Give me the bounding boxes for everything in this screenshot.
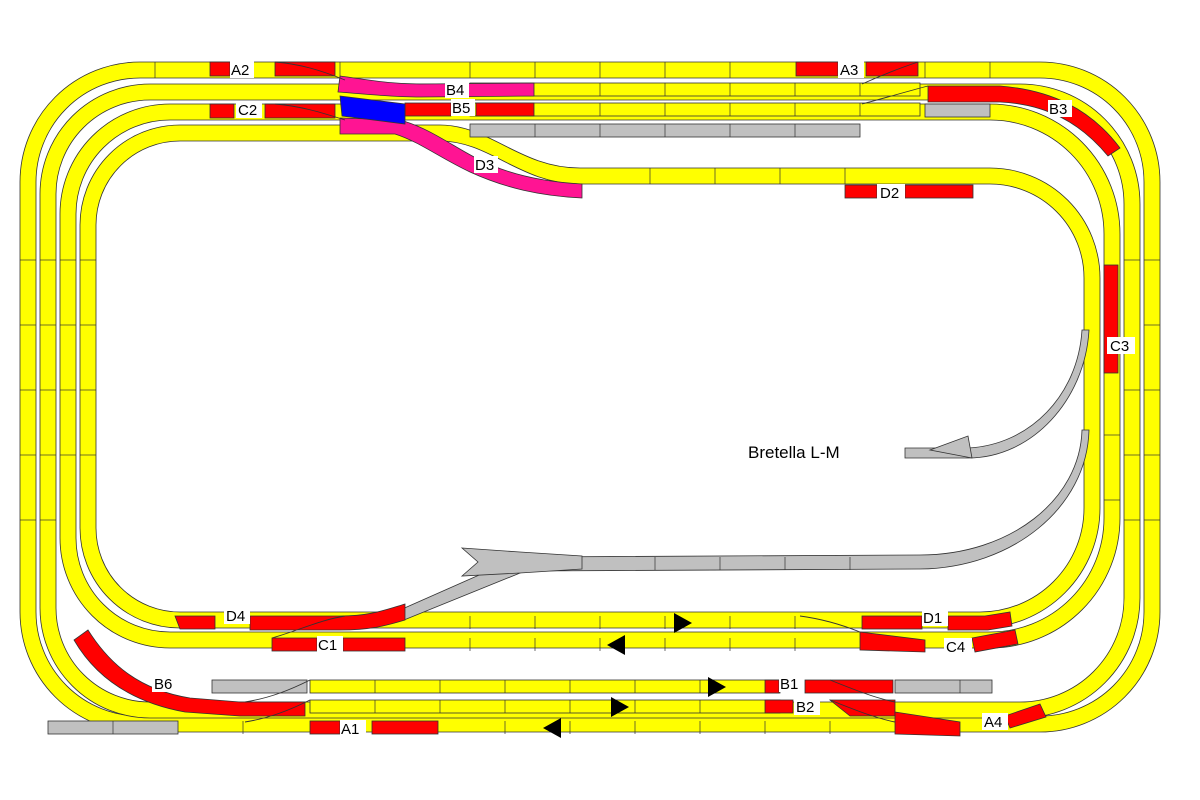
direction-arrow-a1-left [543,718,561,738]
label-c1: C1 [318,637,337,654]
direction-arrow-b1-right [708,677,726,697]
label-d4: D4 [226,608,245,625]
bretella-switch-left[interactable] [460,547,583,577]
block-d4-segment-2[interactable] [249,603,406,631]
block-b2-segment-1[interactable] [764,699,794,714]
label-d1: D1 [923,610,942,627]
block-labels: A2 A3 B4 C2 B5 B3 D3 D2 C3 D4 D1 C1 C4 B… [152,61,1135,738]
block-b5-segment-1[interactable] [404,102,452,117]
label-c3: C3 [1110,338,1129,355]
label-a3: A3 [840,62,858,79]
label-b6: B6 [154,676,172,693]
block-d2-segment-1[interactable] [844,184,878,199]
block-c3-segment[interactable] [1103,264,1119,374]
direction-arrow-b2-right [611,697,629,717]
track-b5[interactable] [469,102,921,117]
turnout-curve-10 [829,699,896,723]
label-b1: B1 [780,676,798,693]
switch-selected[interactable] [339,95,406,125]
bretella-label: Bretella L-M [748,443,840,462]
siding-lower-right[interactable] [894,679,993,694]
label-d3: D3 [475,157,494,174]
siding-lower-left[interactable] [211,679,308,694]
block-b1-segment-1[interactable] [764,679,780,694]
direction-arrow-d-right [674,613,692,633]
label-b3: B3 [1049,101,1067,118]
block-b5-segment-2[interactable] [475,102,535,117]
bretella-spur[interactable] [904,329,1090,459]
block-c1-segment-1[interactable] [271,637,318,652]
siding-upper-right[interactable] [924,103,991,118]
label-c2: C2 [238,102,257,119]
block-a3-segment-2[interactable] [865,61,919,77]
turnout-curve-5 [799,615,861,633]
block-c2-segment-2[interactable] [264,103,336,119]
track-b4[interactable] [469,82,921,97]
block-d4-segment[interactable] [174,615,216,630]
block-c4-segment-1[interactable] [859,631,926,653]
turnout-curve-3 [861,61,919,85]
block-b6-segment[interactable] [73,629,306,717]
loop-d-track[interactable] [79,124,1101,629]
block-b1-segment-2[interactable] [804,679,894,694]
block-c4-segment-2[interactable] [971,629,1019,653]
segment-separators [20,62,1160,734]
loop-a-track[interactable] [19,61,1161,733]
block-a1-segment-1[interactable] [309,720,341,735]
bretella-connector[interactable] [399,429,1090,621]
route-d3-highlight[interactable] [339,117,583,199]
block-a4-segment-2[interactable] [1004,703,1047,729]
block-d2-segment-2[interactable] [904,184,974,199]
block-a4-segment-1[interactable] [894,711,961,737]
block-a1-segment-2[interactable] [371,720,439,735]
label-b4: B4 [446,82,464,99]
block-c1-segment-2[interactable] [342,637,406,652]
track-b2[interactable] [309,699,781,714]
block-d1-segment-1[interactable] [861,615,923,630]
turnout-curve-8 [244,699,311,723]
label-a1: A1 [341,721,359,738]
label-b2: B2 [796,699,814,716]
turnout-curve-7 [244,679,311,703]
turnout-curve-6 [271,615,346,639]
label-a4: A4 [984,714,1002,731]
label-b5: B5 [452,100,470,117]
block-d1-segment-2[interactable] [947,611,1013,631]
block-a3-segment-1[interactable] [795,61,839,77]
turnout-curve-9 [829,679,896,703]
block-c2-segment-1[interactable] [209,103,235,119]
label-c4: C4 [946,639,965,656]
turnout-curve-1 [274,61,346,81]
block-b3-segment[interactable] [927,85,1121,157]
bretella-switch-right[interactable] [928,435,973,459]
block-a2-segment-2[interactable] [274,61,336,77]
label-a2: A2 [231,62,249,79]
turnout-curve-4 [861,85,929,105]
direction-arrow-c-left [607,635,625,655]
block-a2-segment-1[interactable] [209,61,231,77]
route-b4-highlight[interactable] [337,75,535,98]
turnout-curve-2 [274,103,346,121]
label-d2: D2 [880,185,899,202]
